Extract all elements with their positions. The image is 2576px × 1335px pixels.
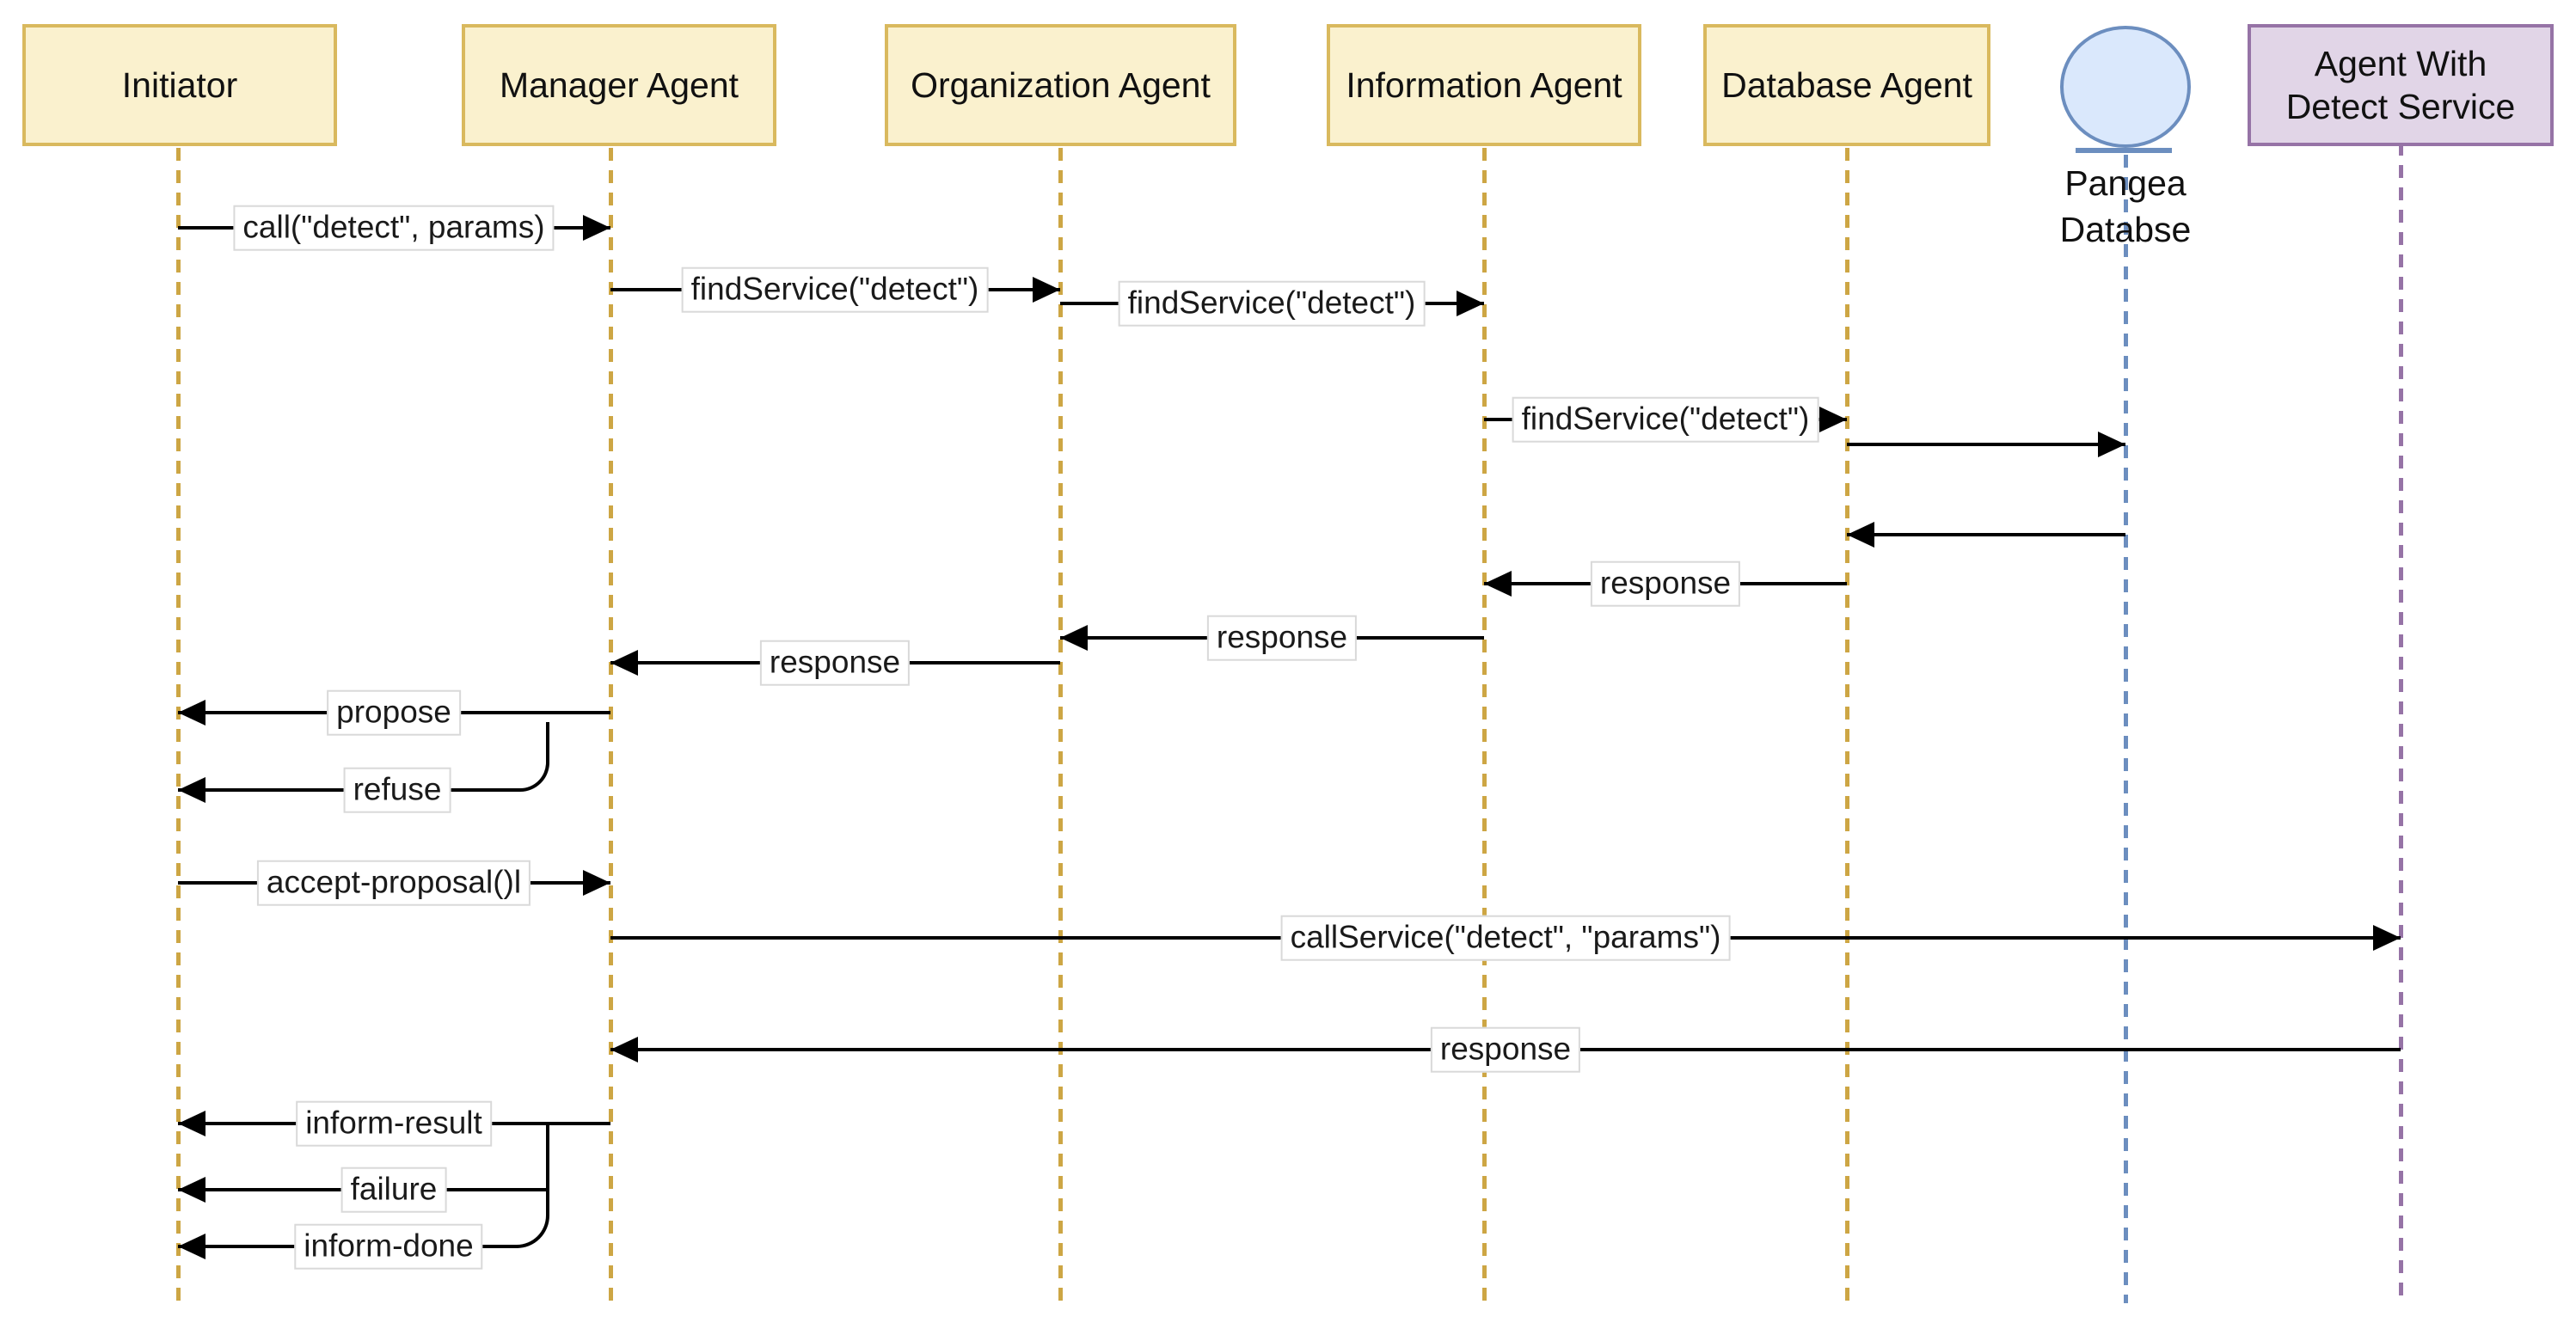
arrowhead-icon: [610, 1037, 638, 1062]
participant-initiator: Initiator: [22, 24, 337, 146]
message-label-accept-proposal-l: accept-proposal()l: [256, 860, 531, 906]
arrowhead-icon: [1847, 522, 1874, 548]
message-label-propose: propose: [327, 689, 461, 736]
lifeline-agent-with-detect-service: [2399, 143, 2403, 1303]
pangea-database-underline: [2076, 148, 2172, 153]
lifeline-initiator: [176, 148, 181, 1303]
arrowhead-icon: [1060, 625, 1088, 651]
message-label-response: response: [1430, 1026, 1581, 1073]
arrowhead-icon: [178, 1234, 205, 1259]
participant-pangea-database: Pangea Databse: [2059, 163, 2192, 250]
arrowhead-icon: [178, 700, 205, 726]
lifeline-database-agent: [1845, 148, 1849, 1303]
message-label-findservice-detect: findService("detect"): [681, 266, 989, 313]
message-label-refuse: refuse: [343, 767, 451, 813]
message-label-inform-done: inform-done: [294, 1223, 483, 1270]
lifeline-organization-agent: [1058, 148, 1063, 1303]
arrowhead-icon: [1819, 407, 1847, 432]
pangea-database-circle-icon: [2060, 26, 2191, 148]
message-label-call-detect-params: call("detect", params): [233, 205, 555, 251]
message-label-callservice-detect-params: callService("detect", "params"): [1280, 915, 1731, 961]
arrowhead-icon: [1484, 571, 1512, 597]
branch-connector-2: [515, 1125, 549, 1248]
message-label-findservice-detect: findService("detect"): [1512, 396, 1819, 443]
participant-organization-agent: Organization Agent: [885, 24, 1236, 146]
participant-information-agent: Information Agent: [1327, 24, 1641, 146]
arrowhead-icon: [1457, 291, 1484, 316]
lifeline-pangea-database: [2124, 155, 2128, 1303]
message-label-response: response: [759, 640, 911, 686]
message-label-findservice-detect: findService("detect"): [1118, 280, 1426, 327]
arrowhead-icon: [2373, 925, 2401, 951]
participant-database-agent: Database Agent: [1703, 24, 1990, 146]
arrowhead-icon: [583, 215, 610, 241]
participant-agent-with-detect-service: Agent With Detect Service: [2248, 24, 2554, 146]
branch-connector-1: [515, 722, 549, 792]
arrowhead-icon: [178, 1111, 205, 1136]
lifeline-information-agent: [1482, 148, 1487, 1303]
arrowhead-icon: [178, 1177, 205, 1203]
arrowhead-icon: [583, 870, 610, 896]
arrowhead-icon: [610, 650, 638, 676]
arrowhead-icon: [1033, 277, 1060, 303]
message-label-failure: failure: [340, 1167, 447, 1213]
message-line-pangea-database-to-database-agent: [1847, 533, 2125, 536]
message-label-inform-result: inform-result: [296, 1100, 492, 1147]
lifeline-manager-agent: [609, 148, 613, 1303]
participant-manager-agent: Manager Agent: [462, 24, 776, 146]
message-line-database-agent-to-pangea-database: [1847, 443, 2125, 446]
arrowhead-icon: [178, 777, 205, 803]
message-label-response: response: [1590, 560, 1741, 607]
message-label-response: response: [1206, 615, 1358, 661]
arrowhead-icon: [2098, 432, 2125, 457]
